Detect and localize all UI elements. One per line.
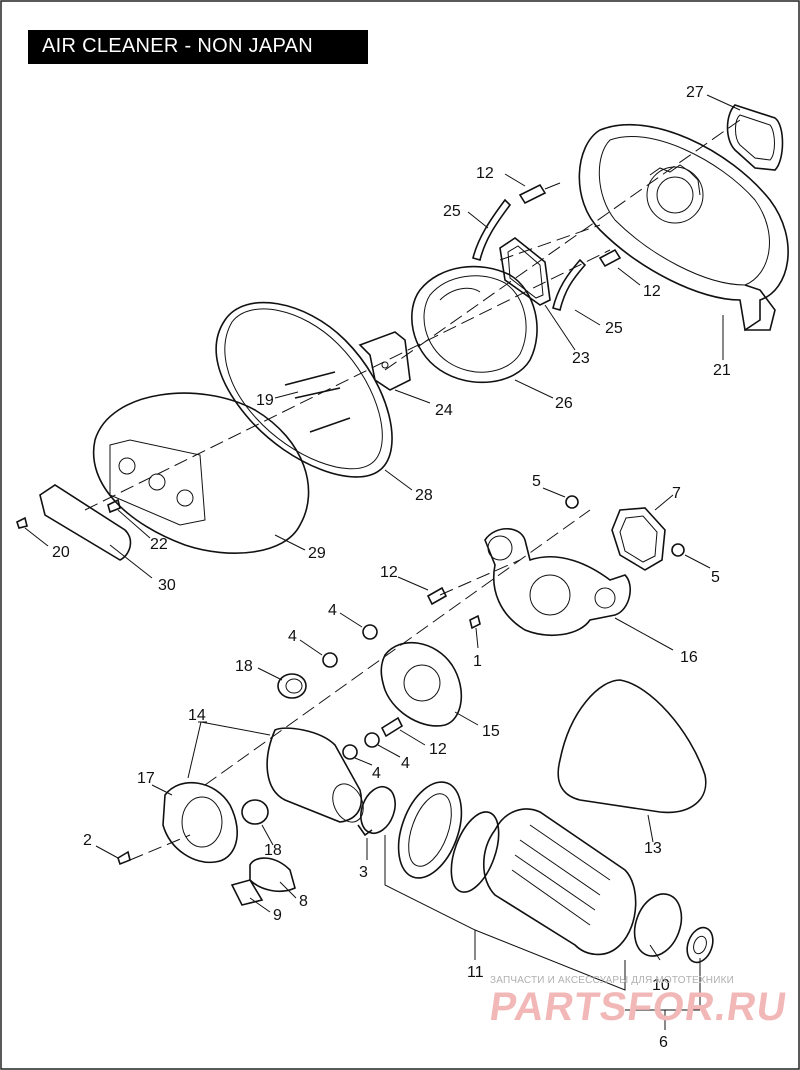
- watermark-tagline: ЗАПЧАСТИ И АКСЕССУАРЫ ДЛЯ МОТОТЕХНИКИ: [490, 975, 735, 986]
- gasket-15: [380, 641, 463, 727]
- label-5: 5: [711, 569, 720, 586]
- screws-19: [284, 371, 351, 433]
- label-16: 16: [680, 649, 698, 666]
- label-5: 5: [532, 473, 541, 490]
- gasket-23: [499, 237, 551, 306]
- intake-tube-14: [266, 727, 364, 823]
- label-4: 4: [401, 755, 410, 772]
- label-7: 7: [672, 485, 681, 502]
- label-1: 1: [473, 653, 482, 670]
- breather-bolt-12a: [518, 182, 561, 205]
- backplate-16: [484, 527, 631, 636]
- clamp-3: [357, 785, 396, 837]
- label-9: 9: [273, 907, 282, 924]
- watermark-logo: PARTSFOR.RU: [486, 985, 791, 1029]
- label-27: 27: [686, 84, 704, 101]
- label-12: 12: [380, 564, 398, 581]
- cone-filter-11: [483, 808, 637, 956]
- label-13: 13: [644, 840, 662, 857]
- label-17: 17: [137, 770, 155, 787]
- label-26: 26: [555, 395, 573, 412]
- label-6: 6: [659, 1034, 668, 1051]
- label-25: 25: [605, 320, 623, 337]
- plate-17: [162, 781, 239, 864]
- label-18: 18: [235, 658, 253, 675]
- label-21: 21: [713, 362, 731, 379]
- adapter-ring: [397, 781, 463, 879]
- screw-20: [16, 516, 28, 529]
- screw-2: [117, 850, 131, 866]
- plug-18b: [241, 799, 269, 825]
- badge-9: [230, 879, 264, 906]
- label-14: 14: [188, 707, 206, 724]
- label-4: 4: [372, 765, 381, 782]
- screw-1: [469, 614, 481, 630]
- label-11: 11: [467, 964, 484, 981]
- o-ring-4b: [322, 652, 338, 668]
- label-18: 18: [264, 842, 282, 859]
- medallion-6: [686, 926, 714, 964]
- breather-bolt-12b: [598, 248, 622, 268]
- label-12: 12: [476, 165, 494, 182]
- gasket-ring: [450, 811, 500, 893]
- gasket-7: [611, 507, 666, 571]
- label-24: 24: [435, 402, 453, 419]
- bracket-24: [358, 331, 411, 391]
- label-10: 10: [652, 977, 670, 994]
- label-22: 22: [150, 536, 168, 553]
- label-23: 23: [572, 350, 590, 367]
- label-28: 28: [415, 487, 433, 504]
- bolt-12c: [426, 586, 448, 606]
- badge-8: [249, 857, 296, 892]
- end-cap-10: [633, 893, 683, 957]
- o-ring-5a: [565, 495, 579, 509]
- label-2: 2: [83, 832, 92, 849]
- trim-30: [39, 484, 132, 561]
- gasket-27: [726, 104, 784, 171]
- label-12: 12: [643, 283, 661, 300]
- o-ring-5b: [671, 543, 685, 557]
- label-3: 3: [359, 864, 368, 881]
- seal-ring-28: [215, 301, 393, 478]
- label-8: 8: [299, 893, 308, 910]
- o-ring-4c: [342, 744, 358, 760]
- label-25: 25: [443, 203, 461, 220]
- filter-element-26: [411, 265, 538, 384]
- label-4: 4: [288, 628, 297, 645]
- label-30: 30: [158, 577, 176, 594]
- rain-sock-13: [557, 679, 707, 814]
- label-4: 4: [328, 602, 337, 619]
- label-12: 12: [429, 741, 447, 758]
- breather-hose-25a: [472, 198, 512, 261]
- o-ring-4a: [362, 624, 378, 640]
- title-bar: AIR CLEANER - NON JAPAN: [28, 30, 368, 64]
- bolt-12d: [380, 716, 404, 738]
- label-20: 20: [52, 544, 70, 561]
- label-15: 15: [482, 723, 500, 740]
- label-29: 29: [308, 545, 326, 562]
- label-19: 19: [256, 392, 274, 409]
- plug-18a: [277, 673, 307, 699]
- cover-29: [92, 392, 310, 554]
- o-ring-4d: [364, 732, 380, 748]
- backplate-21: [578, 124, 789, 332]
- diagram-title: AIR CLEANER - NON JAPAN: [42, 35, 314, 57]
- breather-hose-25b: [552, 258, 587, 311]
- screw-22: [107, 498, 121, 514]
